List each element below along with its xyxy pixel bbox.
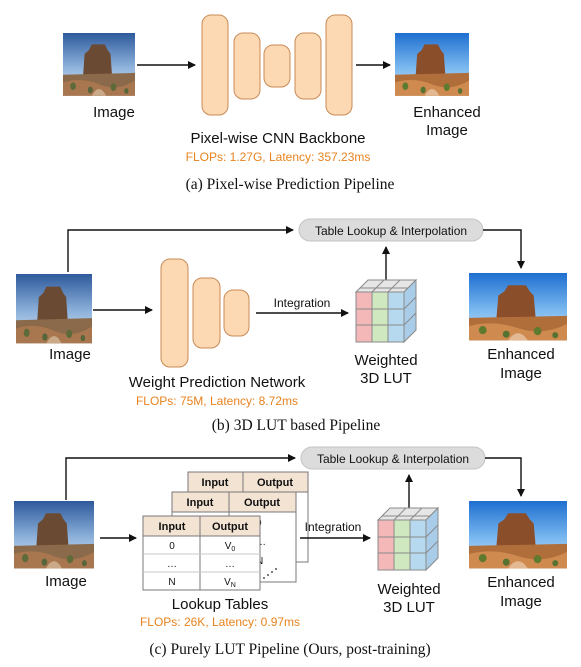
output-label-c-1: Enhanced (487, 574, 555, 591)
lut-label-b-2: 3D LUT (360, 370, 412, 387)
integration-label-b: Integration (274, 296, 331, 310)
cnn-layer-4 (294, 32, 322, 100)
input-image-b (16, 274, 92, 344)
output-label-b-1: Enhanced (487, 346, 555, 363)
arrow-c-skip (65, 454, 296, 500)
caption-a: (a) Pixel-wise Prediction Pipeline (186, 176, 395, 193)
table-row-3-output: VN (224, 577, 236, 589)
back2-header-input: Input (202, 477, 229, 489)
lookup-table-front: Input Output 0 V0 … … N VN (142, 515, 261, 591)
backbone-label: Pixel-wise CNN Backbone (190, 130, 365, 147)
table-header-input: Input (159, 521, 186, 533)
tables-stats: FLOPs: 26K, Latency: 0.97ms (140, 615, 300, 629)
cnn-layer-5 (325, 14, 353, 116)
lut-label-c-2: 3D LUT (383, 599, 435, 616)
lut-cube-c (376, 506, 440, 572)
output-image-b (469, 273, 567, 341)
lut-label-b-1: Weighted (354, 352, 417, 369)
panel-b: Table Lookup & Interpolation Image Integ… (16, 218, 567, 434)
table-row-2-input: … (167, 559, 177, 570)
table-row-1-input: 0 (169, 541, 175, 552)
weight-layer-1 (160, 258, 189, 368)
arrow-b-skip (67, 226, 294, 272)
input-image-a (63, 33, 135, 96)
cnn-layer-1 (201, 14, 229, 116)
input-label-b: Image (49, 346, 91, 363)
weight-layer-3 (223, 289, 250, 337)
input-label-c: Image (45, 573, 87, 590)
backbone-stats: FLOPs: 1.27G, Latency: 357.23ms (186, 150, 371, 164)
lookup-label-b: Table Lookup & Interpolation (315, 224, 467, 238)
more-tables-dots (263, 568, 277, 579)
lut-cube-b (354, 278, 418, 344)
table-row-2-output: … (225, 559, 235, 570)
output-image-c (469, 501, 567, 569)
tables-label: Lookup Tables (172, 596, 268, 613)
back1-row-2: … (256, 537, 266, 548)
caption-c: (c) Purely LUT Pipeline (Ours, post-trai… (149, 641, 430, 658)
panel-c: Table Lookup & Interpolation Image Input… (14, 446, 567, 658)
back1-header-input: Input (187, 497, 214, 509)
cnn-layer-2 (233, 32, 261, 100)
input-label-a: Image (93, 104, 135, 121)
panel-a: Image Enhanced Image Pixel-wise CNN Back… (63, 14, 481, 193)
output-label-b-2: Image (500, 365, 542, 382)
arrow-b-to-output (483, 229, 525, 269)
output-label-c-2: Image (500, 593, 542, 610)
output-image-a (395, 33, 469, 96)
table-row-1-output: V0 (225, 541, 236, 553)
table-row-3-input: N (168, 577, 175, 588)
cnn-layer-3 (263, 44, 291, 88)
input-image-c (14, 501, 94, 569)
output-label-a-1: Enhanced (413, 104, 481, 121)
integration-label-c: Integration (305, 520, 362, 534)
back2-header-output: Output (257, 477, 293, 489)
back1-header-output: Output (244, 497, 280, 509)
network-label: Weight Prediction Network (129, 374, 306, 391)
lookup-label-c: Table Lookup & Interpolation (317, 452, 469, 466)
network-stats: FLOPs: 75M, Latency: 8.72ms (136, 394, 298, 408)
caption-b: (b) 3D LUT based Pipeline (212, 417, 381, 434)
table-header-output: Output (212, 521, 248, 533)
weight-layer-2 (192, 277, 221, 349)
lut-label-c-1: Weighted (377, 581, 440, 598)
arrow-c-to-output (485, 457, 525, 497)
output-label-a-2: Image (426, 122, 468, 139)
